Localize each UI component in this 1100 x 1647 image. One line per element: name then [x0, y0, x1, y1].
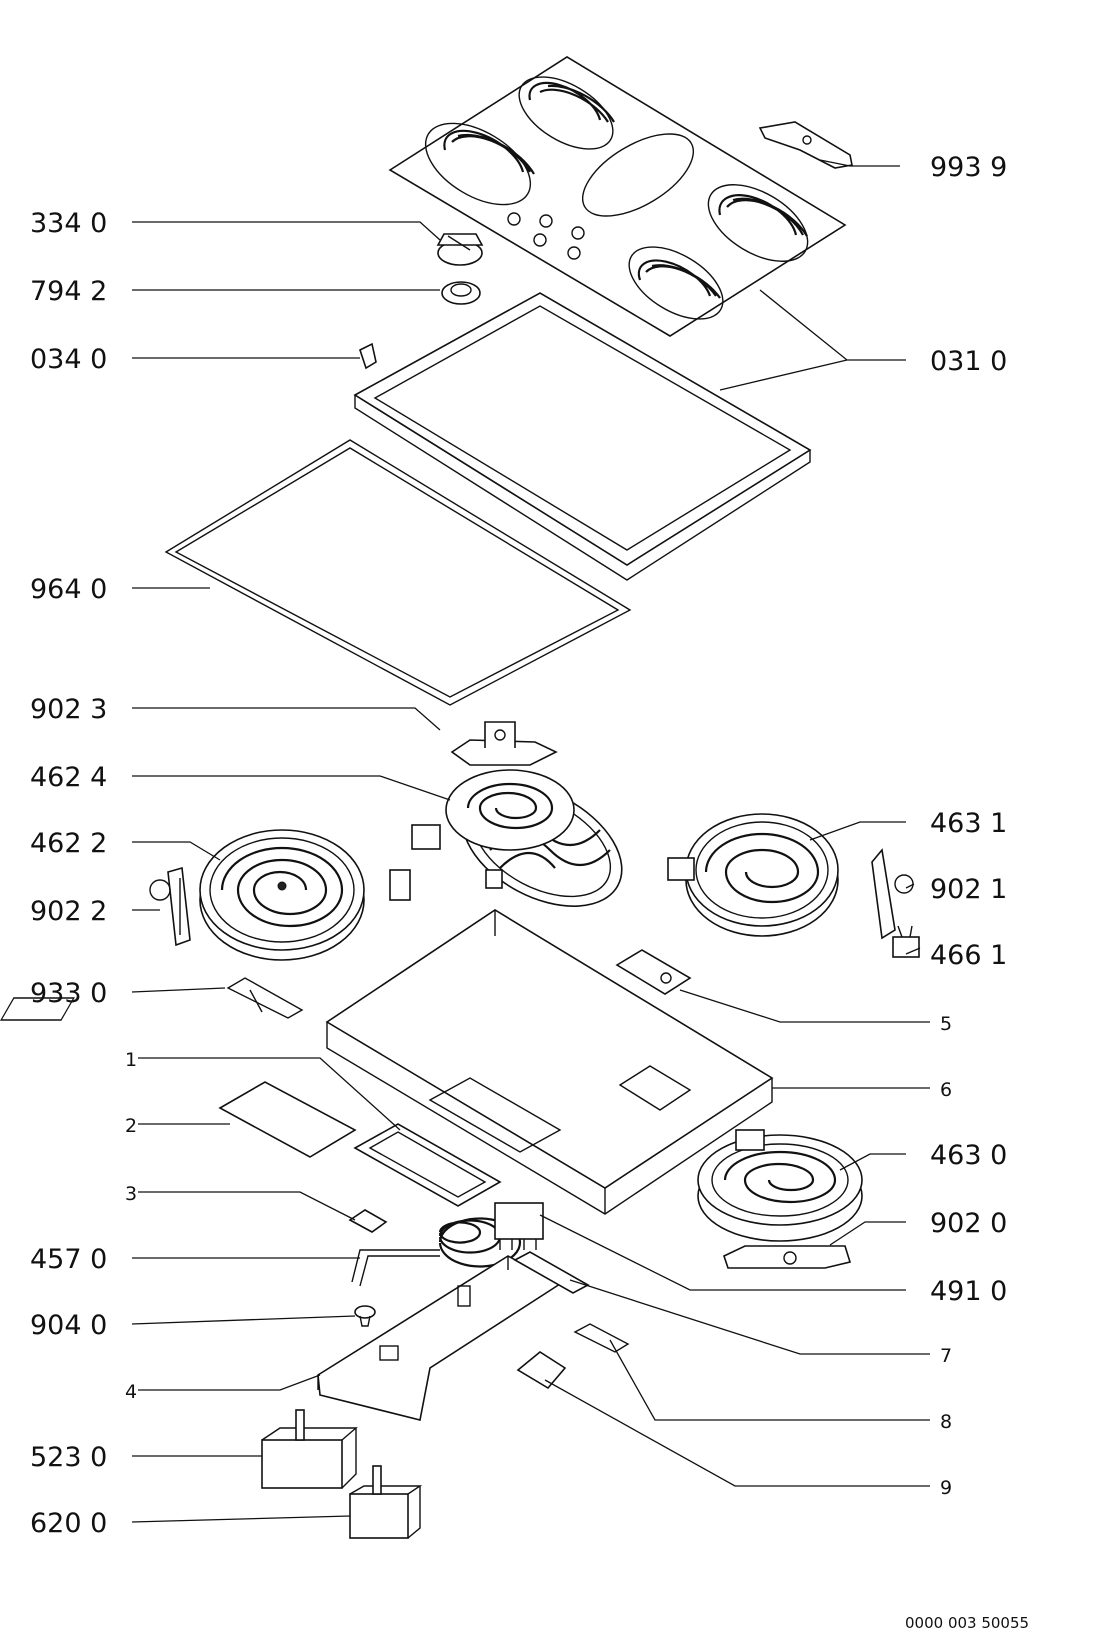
bracket-part-9022: [149, 866, 191, 947]
small-frame-1: [353, 1123, 502, 1207]
base-tray: [0, 909, 774, 1215]
callout-0340: 034 0: [30, 344, 107, 375]
callout-7: 7: [940, 1345, 952, 1367]
callout-9040: 904 0: [30, 1310, 107, 1341]
callout-labels: 993 9 334 0 794 2 034 0 031 0 964 0 902 …: [30, 152, 1007, 1539]
callout-3: 3: [125, 1183, 137, 1205]
callout-9939: 993 9: [930, 152, 1007, 183]
spring-clip-9330: [226, 977, 304, 1019]
callout-8: 8: [940, 1411, 952, 1433]
button-part-9040: [354, 1305, 376, 1327]
cover-plate-5: [615, 949, 692, 995]
callout-9330: 933 0: [30, 978, 107, 1009]
insulation-sheet: [218, 1081, 357, 1158]
callout-4630: 463 0: [930, 1140, 1007, 1171]
terminal-block-4661: [892, 925, 920, 958]
callout-9640: 964 0: [30, 574, 107, 605]
callout-9020: 902 0: [930, 1208, 1007, 1239]
connector-block: [494, 1202, 544, 1250]
callout-4622: 462 2: [30, 828, 107, 859]
callout-6200: 620 0: [30, 1508, 107, 1539]
heating-element-round-right: [667, 813, 839, 937]
rotary-switch: [349, 1465, 423, 1539]
support-bar-7: [513, 1251, 590, 1294]
callout-9021: 902 1: [930, 874, 1007, 905]
heating-element-round-large: [199, 829, 411, 961]
frame-gasket: [164, 439, 632, 706]
knob-bezel-ring: [441, 281, 481, 305]
callout-7942: 794 2: [30, 276, 107, 307]
callout-4: 4: [125, 1381, 137, 1403]
leader-lines: [131, 159, 930, 1523]
callout-6: 6: [940, 1079, 952, 1101]
control-knob: [436, 233, 484, 266]
heating-element-oval: [411, 769, 623, 907]
callout-1: 1: [125, 1049, 137, 1071]
callout-0310: 031 0: [930, 346, 1007, 377]
bracket-part-9023: [450, 721, 558, 766]
clip-part: [359, 342, 377, 370]
bracket-part-9020: [723, 1245, 852, 1269]
drawing-reference-number: 0000 003 50055: [905, 1614, 1029, 1632]
callout-4661: 466 1: [930, 940, 1007, 971]
cooktop-frame: [353, 292, 812, 581]
callout-3340: 334 0: [30, 208, 107, 239]
callout-9022: 902 2: [30, 896, 107, 927]
mounting-plate-4: [317, 1255, 562, 1421]
callout-9023: 902 3: [30, 694, 107, 725]
small-plate-3: [348, 1209, 388, 1233]
callout-4631: 463 1: [930, 808, 1007, 839]
bracket-part-9021: [871, 848, 914, 940]
bracket-part-9939: [758, 121, 853, 169]
heating-element-round-lower: [697, 1129, 863, 1242]
support-bar-8: [573, 1323, 630, 1353]
clip-part-9: [516, 1351, 567, 1390]
callout-9: 9: [940, 1477, 952, 1499]
callout-4624: 462 4: [30, 762, 107, 793]
energy-regulator: [261, 1409, 358, 1489]
callout-5: 5: [940, 1013, 952, 1035]
callout-4570: 457 0: [30, 1244, 107, 1275]
callout-4910: 491 0: [930, 1276, 1007, 1307]
callout-5230: 523 0: [30, 1442, 107, 1473]
callout-2: 2: [125, 1115, 137, 1137]
glass-top-plate: [388, 56, 847, 337]
